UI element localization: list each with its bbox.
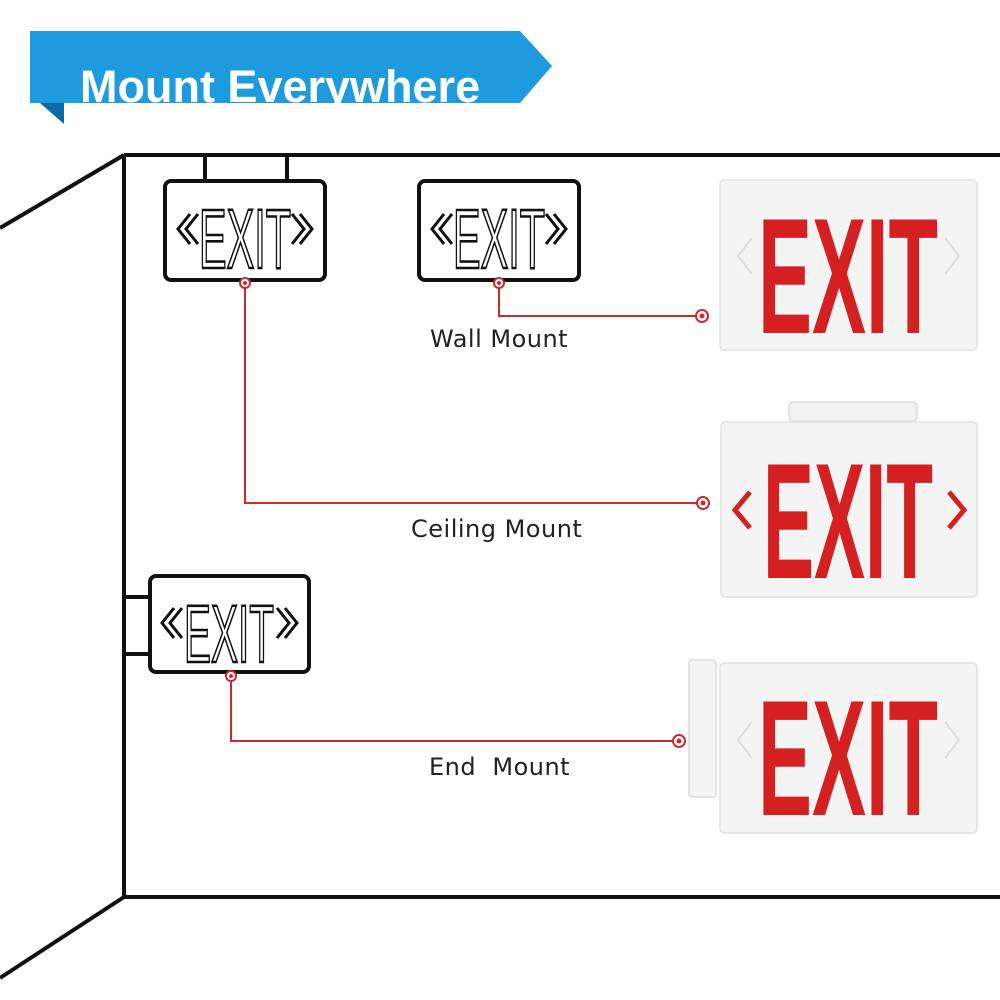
ceiling-bracket (203, 155, 289, 181)
connector-end (225, 670, 686, 748)
chevron-right-icon (544, 213, 560, 245)
exit-sign-outline-end: EXIT (148, 574, 311, 681)
ceiling-canopy (788, 401, 918, 422)
chevron-right-icon (944, 721, 961, 759)
exit-sign-text: EXIT (453, 192, 545, 286)
exit-sign-text: EXIT (184, 589, 274, 680)
exit-sign-text: EXIT (199, 192, 291, 286)
chevron-left-icon (184, 213, 200, 245)
chevron-right-icon (552, 213, 568, 245)
exit-sign-text: EXIT (758, 666, 938, 850)
exit-sign-text: EXIT (758, 184, 938, 368)
room-outline (0, 153, 1000, 980)
chevron-left-icon (438, 213, 454, 245)
chevron-right-icon (298, 213, 314, 245)
chevron-right-icon (275, 607, 291, 639)
banner-title: Mount Everywhere (80, 61, 481, 112)
exit-sign-photo-ceiling: EXIT (720, 401, 978, 613)
end-bracket (124, 595, 150, 656)
chevron-right-icon (947, 490, 968, 530)
end-mount-plate (688, 659, 717, 798)
chevron-right-icon (944, 237, 961, 275)
chevron-left-icon (430, 213, 446, 245)
chevron-right-icon (290, 213, 306, 245)
chevron-left-icon (176, 213, 192, 245)
exit-sign-outline-wall: EXIT (417, 179, 581, 287)
chevron-left-icon (168, 607, 184, 639)
connector-wall (493, 277, 709, 323)
chevron-right-icon (283, 607, 299, 639)
chevron-left-icon (736, 721, 753, 759)
exit-sign-text: EXIT (763, 429, 933, 613)
banner-ribbon-shape (30, 31, 552, 124)
connector-ceiling (239, 277, 710, 510)
exit-sign-photo-wall: EXIT (719, 179, 978, 368)
label-end-mount: End Mount (429, 753, 571, 781)
label-ceiling-mount: Ceiling Mount (411, 515, 583, 543)
room-ceiling-left-edge (0, 153, 126, 230)
chevron-left-icon (736, 237, 753, 275)
room-floor-left-edge (0, 895, 126, 980)
label-wall-mount: Wall Mount (430, 325, 569, 353)
exit-sign-outline-ceiling: EXIT (163, 179, 327, 287)
exit-sign-photo-end: EXIT (688, 659, 978, 850)
title-banner: Mount Everywhere (30, 28, 552, 126)
chevron-left-icon (731, 490, 752, 530)
chevron-left-icon (160, 607, 176, 639)
